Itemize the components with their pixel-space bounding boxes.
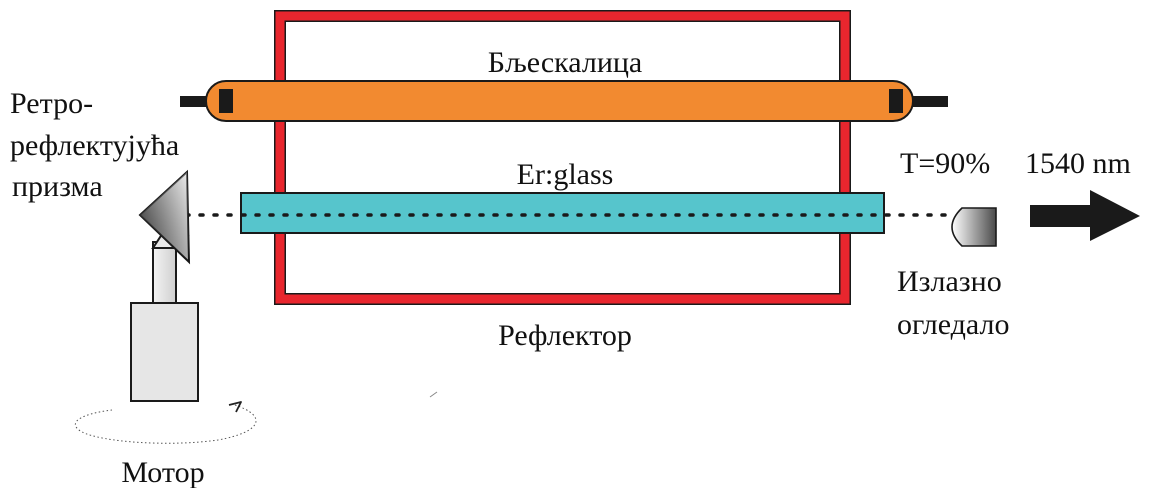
prism-mount-stem [152,241,177,304]
retroreflector-prism-shading [140,172,189,262]
motor-label: Мотор [121,456,204,488]
transmission-label: T=90% [900,147,990,180]
motor-rotation-indicator [75,401,257,444]
er-glass-rod [240,192,885,234]
reflector-frame-body [275,11,850,304]
retroreflector-prism-assembly [138,169,191,304]
flashlamp-right-electrode [889,89,903,113]
output-beam-arrow [1030,190,1140,241]
retroreflector-label-line3: призма [12,170,103,203]
wavelength-label: 1540 nm [1025,147,1131,180]
output-mirror [951,207,997,247]
flashlamp-right-electrode-wire [900,96,948,107]
rotation-dotted-ellipse [75,404,257,444]
retroreflector-label-line2: рефлектујућа [10,129,179,162]
output-mirror-label-line1: Излазно [897,265,1002,298]
flashlamp-left-electrode-wire [180,96,228,107]
rotation-arrowhead-icon [228,401,242,413]
reflector-label: Рефлектор [498,319,632,352]
flashlamp-left-electrode [219,89,233,113]
flashlamp-tube [205,80,914,122]
flashlamp [180,80,948,122]
motor-body [130,302,199,402]
stray-mark [429,391,438,398]
output-mirror-label-line2: огледало [897,308,1010,341]
gain-medium-label: Er:glass [517,158,614,191]
reflector-frame [274,10,851,305]
flashlamp-label: Бљескалица [488,46,643,79]
retroreflector-label-line1: Ретро- [10,87,93,120]
